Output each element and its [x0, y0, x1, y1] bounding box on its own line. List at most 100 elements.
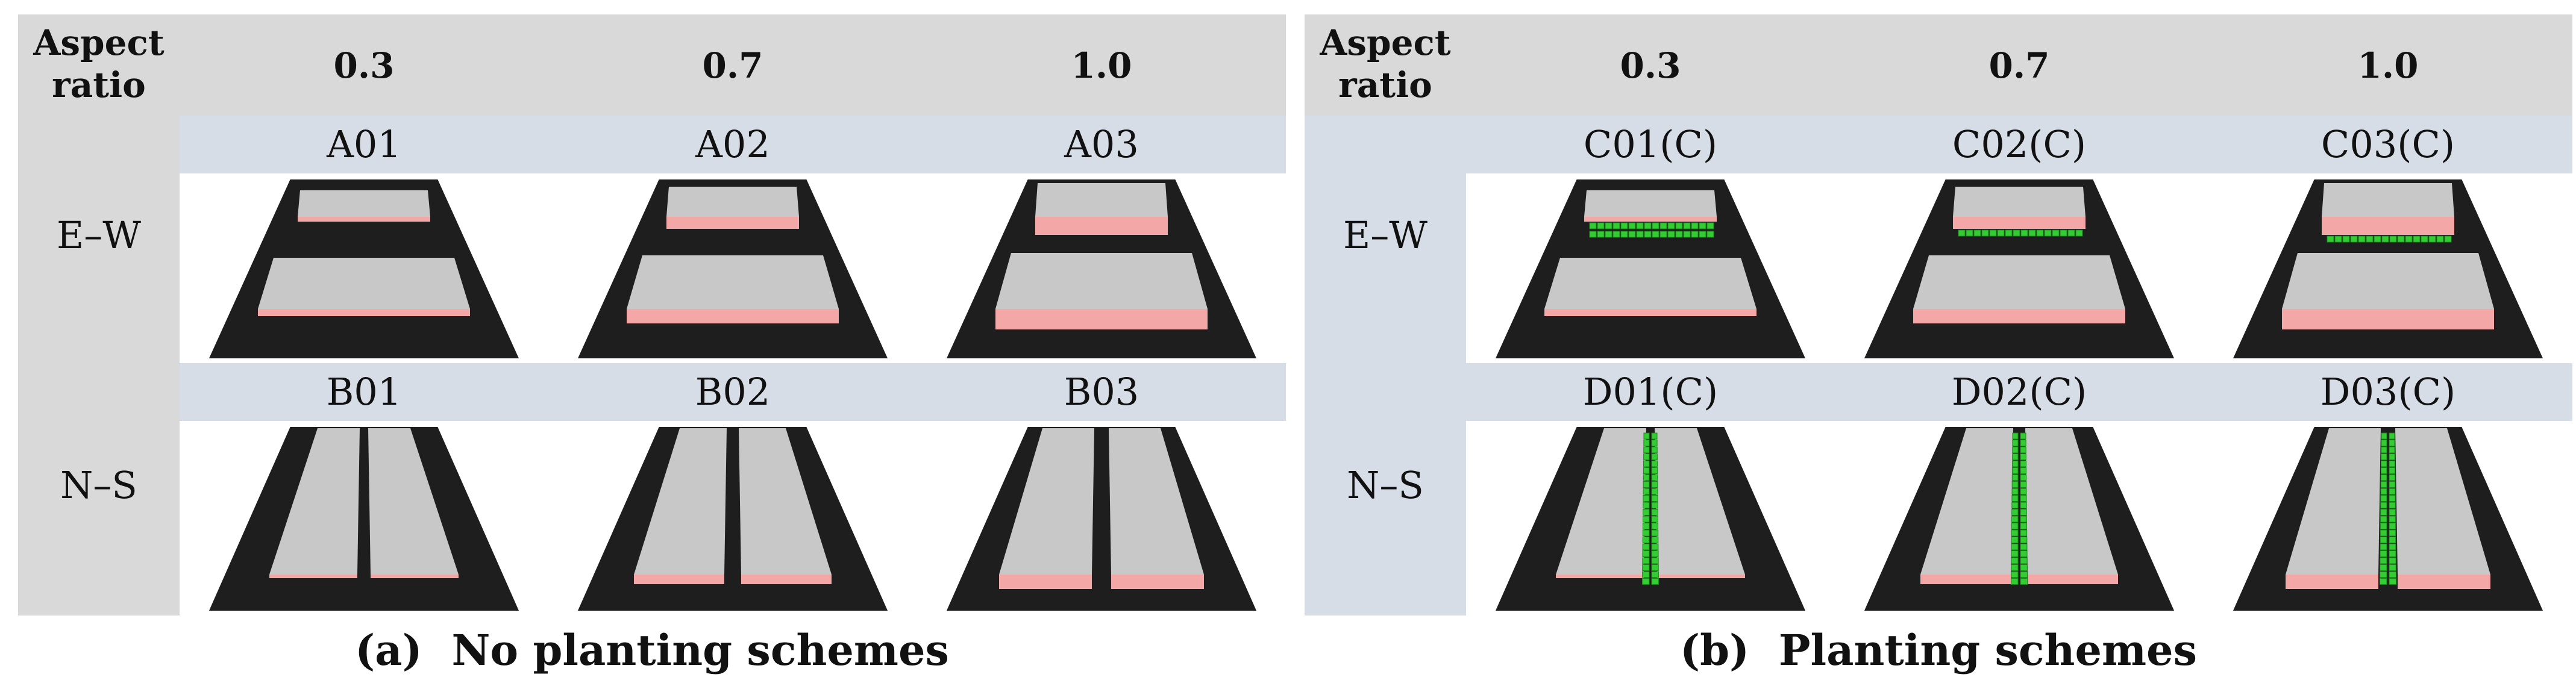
- tree-marker: [2436, 235, 2444, 243]
- tree-marker: [2327, 235, 2334, 243]
- tree-marker: [1651, 529, 1659, 537]
- tree-marker: [1642, 523, 1650, 529]
- tree-marker: [1643, 488, 1650, 495]
- tree-marker: [1675, 222, 1683, 229]
- building-facade: [1953, 217, 2086, 229]
- tree-marker: [1651, 550, 1659, 557]
- tree-marker: [1643, 516, 1650, 523]
- building-facade: [1544, 309, 1757, 316]
- tree-marker: [2011, 543, 2019, 550]
- tree-marker: [1644, 222, 1652, 229]
- tree-marker: [2334, 235, 2342, 243]
- header-band: [18, 14, 1286, 116]
- tree-marker: [1966, 229, 1973, 237]
- tree-marker: [2380, 502, 2387, 509]
- scheme-code: A01: [327, 122, 401, 166]
- tree-marker: [1981, 229, 1989, 237]
- tree-marker: [2020, 516, 2027, 523]
- building-roof: [269, 428, 360, 575]
- tree-marker: [2379, 578, 2387, 585]
- scene-a02: [577, 179, 888, 358]
- scheme-code: B02: [695, 370, 771, 414]
- tree-marker: [2020, 432, 2026, 440]
- building-facade: [269, 575, 357, 578]
- ratio-label: 0.7: [1988, 45, 2050, 86]
- ground-plane: [1864, 427, 2175, 611]
- tree-marker: [1652, 222, 1659, 229]
- tree-marker: [1699, 222, 1706, 229]
- code-band-top: [180, 116, 1286, 173]
- building-facade: [1111, 575, 1204, 589]
- tree-marker: [2389, 557, 2396, 564]
- tree-marker: [2020, 578, 2028, 585]
- scene-c03: [2233, 179, 2543, 358]
- scheme-code: D01(C): [1582, 370, 1719, 414]
- building-roof: [2025, 428, 2118, 575]
- tree-marker: [2389, 460, 2395, 467]
- tree-marker: [1628, 222, 1636, 229]
- scene-d02: [1864, 427, 2175, 611]
- tree-marker: [2012, 440, 2019, 446]
- building-facade: [1035, 217, 1168, 235]
- tree-marker: [1636, 231, 1644, 238]
- panel-no-planting: Aspect ratio 0.3 0.7 1.0 E–W N–S A01 A02…: [18, 14, 1286, 616]
- tree-marker: [2020, 495, 2027, 502]
- tree-marker: [2389, 502, 2396, 509]
- tree-marker: [1642, 571, 1650, 578]
- building-facade: [741, 575, 832, 584]
- tree-marker: [2389, 488, 2396, 495]
- tree-marker: [2342, 235, 2350, 243]
- tree-marker: [1651, 564, 1659, 571]
- tree-marker: [1691, 231, 1699, 238]
- tree-marker: [2380, 523, 2387, 529]
- tree-marker: [1642, 557, 1650, 564]
- tree-marker: [1642, 537, 1650, 543]
- tree-marker: [2358, 235, 2366, 243]
- scene-d01: [1495, 427, 1806, 611]
- tree-marker: [2389, 543, 2396, 550]
- ground-plane: [1495, 427, 1806, 611]
- scene-c01: [1495, 179, 1806, 358]
- tree-marker: [2020, 550, 2028, 557]
- building-roof: [1556, 428, 1646, 575]
- tree-marker: [2020, 537, 2028, 543]
- tree-marker: [2020, 440, 2026, 446]
- code-band-bottom: [180, 363, 1286, 421]
- building-roof: [258, 258, 470, 309]
- row-label-column: [18, 116, 180, 616]
- tree-marker: [2020, 467, 2027, 474]
- tree-marker: [1589, 222, 1597, 229]
- tree-marker: [2067, 229, 2075, 237]
- tree-marker: [2011, 495, 2019, 502]
- tree-marker: [2012, 453, 2019, 460]
- tree-marker: [1642, 564, 1650, 571]
- scheme-code: C02(C): [1952, 122, 2087, 166]
- tree-marker: [2381, 440, 2387, 446]
- tree-marker: [1651, 557, 1659, 564]
- tree-marker: [2389, 537, 2396, 543]
- tree-marker: [2020, 481, 2027, 488]
- building-roof: [1035, 183, 1168, 217]
- tree-marker: [2421, 235, 2428, 243]
- tree-marker: [2389, 440, 2395, 446]
- building-roof: [368, 428, 459, 575]
- scene-b01: [208, 427, 519, 611]
- tree-marker: [2020, 543, 2028, 550]
- scene-d03: [2233, 427, 2543, 611]
- tree-marker: [2020, 229, 2028, 237]
- tree-marker: [2020, 557, 2028, 564]
- building-roof: [2322, 183, 2454, 217]
- ratio-label: 0.3: [333, 45, 395, 86]
- tree-marker: [1973, 229, 1981, 237]
- tree-marker: [1642, 543, 1650, 550]
- row-label-column: [1305, 116, 1466, 616]
- row-label-ns: N–S: [60, 463, 137, 507]
- tree-marker: [2380, 537, 2387, 543]
- scene-a03: [946, 179, 1257, 358]
- tree-marker: [1667, 222, 1675, 229]
- scene-b02: [577, 427, 888, 611]
- tree-marker: [1651, 516, 1658, 523]
- caption-a: (a) No planting schemes: [355, 625, 949, 675]
- tree-marker: [1706, 231, 1714, 238]
- tree-marker: [2011, 550, 2019, 557]
